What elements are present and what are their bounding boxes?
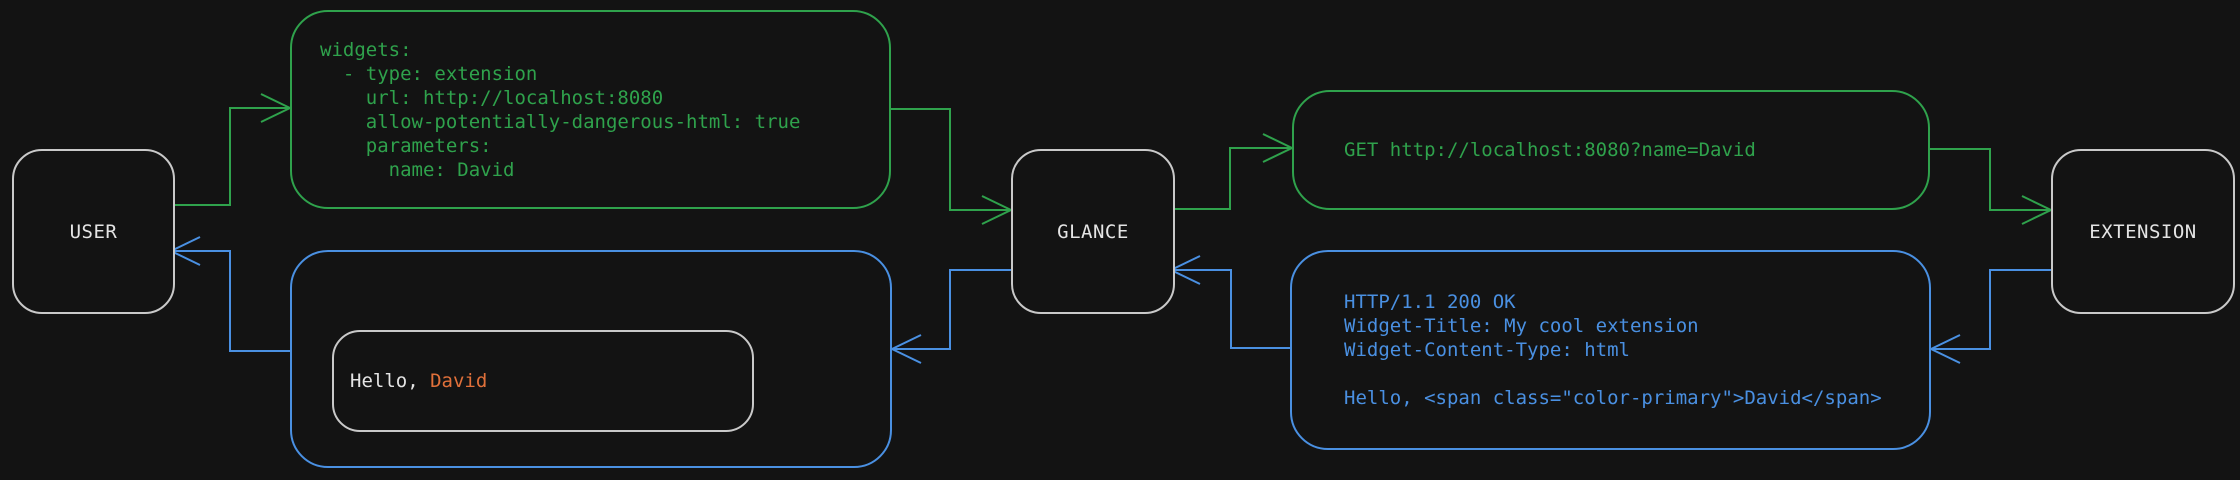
response-line-2: Widget-Title: My cool extension [1344,315,1699,337]
node-user: USER [12,149,175,314]
config-line-6: name: David [320,158,515,181]
widget-box: MY COOL EXTENSION Hello, David [290,250,892,468]
arrowhead-glance-to-widget [889,334,922,364]
connector-extension-to-response [1931,269,2051,350]
response-line-1: HTTP/1.1 200 OK [1344,291,1516,313]
request-line: GET http://localhost:8080?name=David [1344,139,1756,161]
node-extension: EXTENSION [2051,149,2235,314]
connector-widget-to-user [171,250,290,352]
config-line-3: url: http://localhost:8080 [320,86,664,109]
node-glance: GLANCE [1011,149,1175,314]
response-line-4: Hello, <span class="color-primary">David… [1344,387,1882,409]
connector-user-to-config [171,107,290,206]
connector-glance-to-request [1171,147,1292,210]
response-line-3: Widget-Content-Type: html [1344,339,1630,361]
greeting-name: David [430,370,488,392]
connector-config-to-glance [891,108,1011,211]
config-line-2: - type: extension [320,62,538,85]
node-extension-label: EXTENSION [2089,220,2197,243]
response-box: HTTP/1.1 200 OK Widget-Title: My cool ex… [1290,250,1931,450]
connector-response-to-glance [1171,269,1290,349]
response-line-blank [1344,362,1929,386]
widget-greeting: Hello, David [334,369,487,393]
widget-greeting-box: Hello, David [332,330,754,432]
node-glance-label: GLANCE [1057,220,1129,243]
node-user-label: USER [69,220,118,243]
request-box: GET http://localhost:8080?name=David [1292,90,1930,210]
config-line-4: allow-potentially-dangerous-html: true [320,110,801,133]
connector-request-to-extension [1930,148,2051,211]
config-line-1: widgets: [320,38,412,61]
arrowhead-extension-to-response [1928,334,1961,364]
greeting-prefix: Hello, [350,370,431,392]
connector-glance-to-widget [892,269,1011,350]
config-box: widgets: - type: extension url: http://l… [290,10,891,209]
config-line-5: parameters: [320,134,492,157]
